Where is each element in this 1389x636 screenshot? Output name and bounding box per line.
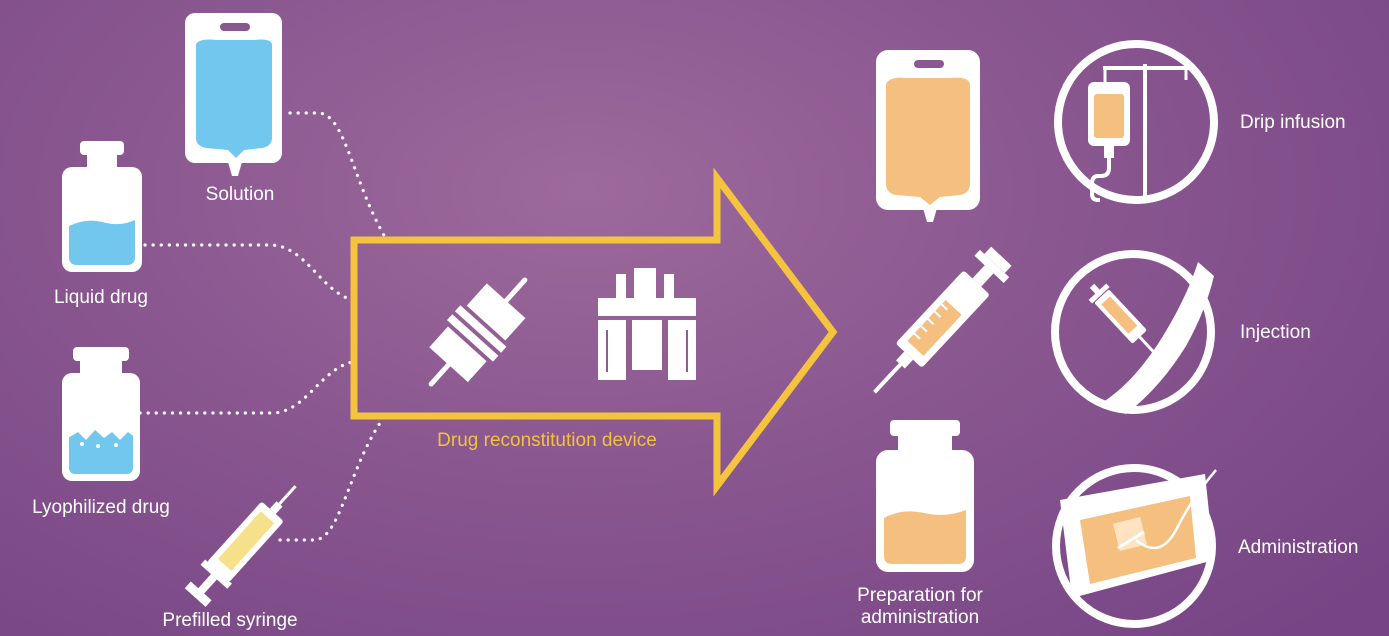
liquid-drug-label: Liquid drug [54, 287, 148, 309]
preparation-syringe-icon [860, 243, 1016, 406]
device-label: Drug reconstitution device [437, 430, 657, 452]
liquid-drug-vial-icon [62, 141, 142, 272]
solution-bag-icon [185, 13, 282, 176]
preparation-label-line2: administration [861, 607, 979, 629]
prefilled-syringe-label: Prefilled syringe [162, 610, 297, 632]
administration-label: Administration [1238, 537, 1358, 559]
connector-lyophilized-drug [140, 362, 352, 413]
connector-liquid-drug [145, 245, 352, 300]
prefilled-syringe-icon [182, 474, 309, 610]
lyophilized-drug-vial-icon [62, 347, 140, 481]
drip-infusion-icon [1058, 44, 1214, 200]
preparation-bag-icon [876, 50, 980, 222]
injection-label: Injection [1240, 322, 1311, 344]
preparation-vial-icon [876, 420, 974, 572]
vial-adapter-icon [598, 268, 696, 380]
injection-icon [1055, 254, 1214, 414]
drip-infusion-label: Drip infusion [1240, 112, 1346, 134]
solution-label: Solution [206, 184, 275, 206]
preparation-label-line1: Preparation for [857, 585, 983, 607]
lyophilized-drug-label: Lyophilized drug [32, 497, 170, 519]
filter-adapter-icon [408, 259, 548, 405]
dotted-connectors [140, 113, 385, 540]
connector-solution [290, 113, 385, 237]
administration-icon [1056, 468, 1216, 624]
connector-prefilled-syringe [280, 420, 382, 540]
